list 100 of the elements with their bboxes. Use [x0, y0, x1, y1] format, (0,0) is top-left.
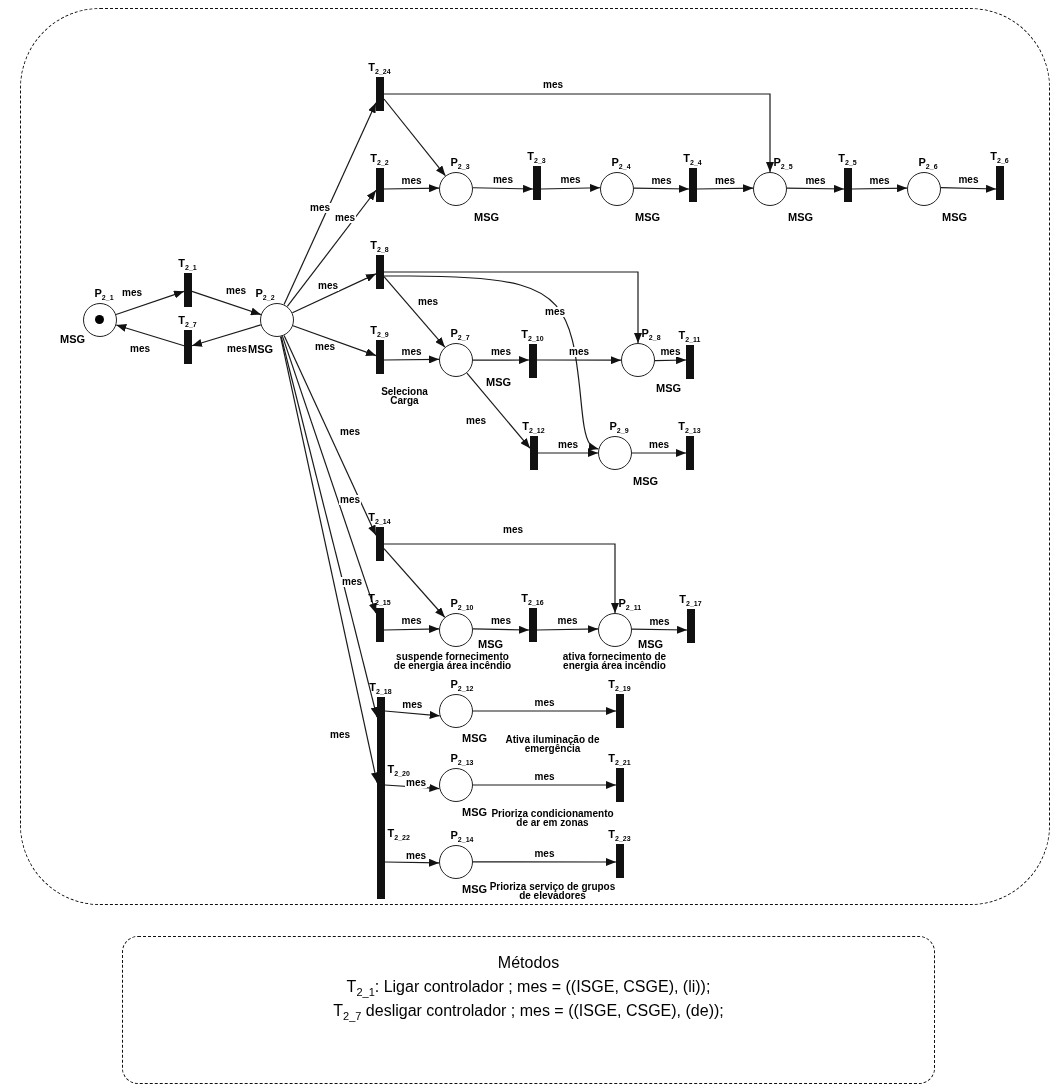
- transition-label: T$_{2_2}$: [370, 152, 389, 166]
- edge-label: mes: [648, 616, 671, 627]
- arrow: [537, 449, 599, 457]
- arrow: [191, 290, 262, 316]
- arrow: [383, 275, 600, 451]
- edge-label: mes: [339, 495, 361, 505]
- transition-label: T$_{2_20}$: [387, 763, 410, 777]
- arrow: [536, 625, 599, 634]
- transition-label: T$_{2_22}$: [387, 827, 410, 841]
- transition-label: T$_{2_16}$: [521, 592, 544, 606]
- arrow: [466, 372, 531, 449]
- transition-label: T$_{2_18}$: [369, 681, 392, 695]
- transition-label: T$_{2_5}$: [838, 152, 857, 166]
- place-label: P$_{2_14}$: [450, 829, 474, 843]
- arrow: [383, 547, 446, 618]
- arrow: [383, 184, 440, 193]
- edge-label: mes: [650, 175, 673, 186]
- transition-label: T$_{2_17}$: [679, 593, 702, 607]
- arrow: [292, 325, 377, 357]
- arrow: [291, 273, 377, 314]
- place-description: Prioriza condicionamento de ar em zonas: [490, 808, 615, 827]
- type-label: MSG: [59, 333, 86, 344]
- transition-label: T$_{2_11}$: [678, 329, 701, 343]
- edge-label: mes: [334, 213, 356, 223]
- edge-label: mes: [465, 416, 487, 426]
- type-label: MSG: [473, 211, 500, 222]
- arrow: [283, 102, 377, 306]
- transition-label: T$_{2_14}$: [368, 511, 391, 525]
- arrow: [786, 184, 845, 193]
- type-label: MSG: [477, 638, 504, 649]
- transition-label: T$_{2_8}$: [370, 239, 389, 253]
- type-label: MSG: [655, 382, 682, 393]
- arrow: [472, 858, 617, 866]
- edge-label: mes: [341, 577, 363, 587]
- type-label: MSG: [787, 211, 814, 222]
- place-label: P$_{2_11}$: [618, 597, 642, 611]
- edge-label: mes: [659, 347, 682, 358]
- type-label: MSG: [461, 806, 488, 817]
- edge-label: mes: [714, 175, 736, 186]
- edge-label: mes: [648, 440, 670, 450]
- transition-label: T$_{2_7}$: [178, 314, 197, 328]
- place-label: P$_{2_1}$: [94, 287, 114, 301]
- arrow: [384, 783, 440, 792]
- transition-label: T$_{2_9}$: [370, 324, 389, 338]
- edge-label: mes: [491, 175, 514, 186]
- edge-label: mes: [400, 346, 423, 357]
- arrow: [283, 334, 377, 536]
- arrow: [383, 543, 619, 614]
- place-description: suspende fornecimento de energia área incêndio: [393, 651, 512, 670]
- transition-label: T$_{2_23}$: [608, 828, 631, 842]
- type-label: MSG: [247, 343, 274, 354]
- type-label: MSG: [461, 883, 488, 894]
- place-label: P$_{2_5}$: [773, 156, 793, 170]
- place-description: Prioriza serviço de grupos de elevadores: [488, 881, 617, 900]
- type-label: MSG: [632, 475, 659, 486]
- edge-label: mes: [225, 286, 247, 296]
- transition-label: T$_{2_1}$: [178, 257, 197, 271]
- edge-label: mes: [490, 347, 512, 358]
- arrow: [472, 356, 530, 365]
- edge-label: mes: [129, 344, 151, 354]
- edge-label: mes: [400, 616, 423, 627]
- arrow: [115, 290, 185, 316]
- edge-label: mes: [544, 307, 566, 317]
- edge-label: mes: [533, 848, 556, 859]
- edge-label: mes: [533, 698, 556, 708]
- place-label: P$_{2_7}$: [450, 327, 470, 341]
- edge-label: mes: [329, 730, 351, 740]
- arrow: [286, 189, 377, 308]
- type-label: MSG: [634, 211, 661, 222]
- arrow: [383, 625, 440, 634]
- transition-label: T$_{2_12}$: [522, 420, 545, 434]
- arrow: [472, 707, 617, 715]
- place-label: P$_{2_2}$: [255, 287, 275, 301]
- transition-label: T$_{2_21}$: [608, 752, 631, 766]
- edge-label: mes: [309, 203, 331, 213]
- arrow: [383, 93, 774, 173]
- type-label: MSG: [941, 211, 968, 222]
- type-label: MSG: [637, 638, 664, 649]
- place-label: P$_{2_8}$: [641, 327, 661, 341]
- edge-label: mes: [401, 700, 424, 711]
- arrow: [654, 356, 687, 365]
- arrow: [383, 98, 446, 177]
- edge-label: mes: [489, 616, 512, 627]
- edge-label: mes: [556, 616, 579, 627]
- edge-label: mes: [121, 288, 143, 298]
- edge-label: mes: [502, 525, 524, 535]
- edge-label: mes: [804, 175, 827, 186]
- arrow: [115, 324, 185, 347]
- place-label: P$_{2_9}$: [609, 420, 629, 434]
- place-label: P$_{2_13}$: [450, 752, 474, 766]
- place-label: P$_{2_12}$: [450, 678, 474, 692]
- place-label: P$_{2_3}$: [450, 156, 470, 170]
- place-label: P$_{2_6}$: [918, 156, 938, 170]
- edge-label: mes: [400, 175, 423, 186]
- arrow: [536, 356, 622, 365]
- edge-label: mes: [317, 281, 339, 291]
- edge-label: mes: [568, 347, 590, 358]
- edge-label: mes: [417, 297, 439, 307]
- transition-label: T$_{2_4}$: [683, 152, 702, 166]
- arrow: [631, 449, 687, 457]
